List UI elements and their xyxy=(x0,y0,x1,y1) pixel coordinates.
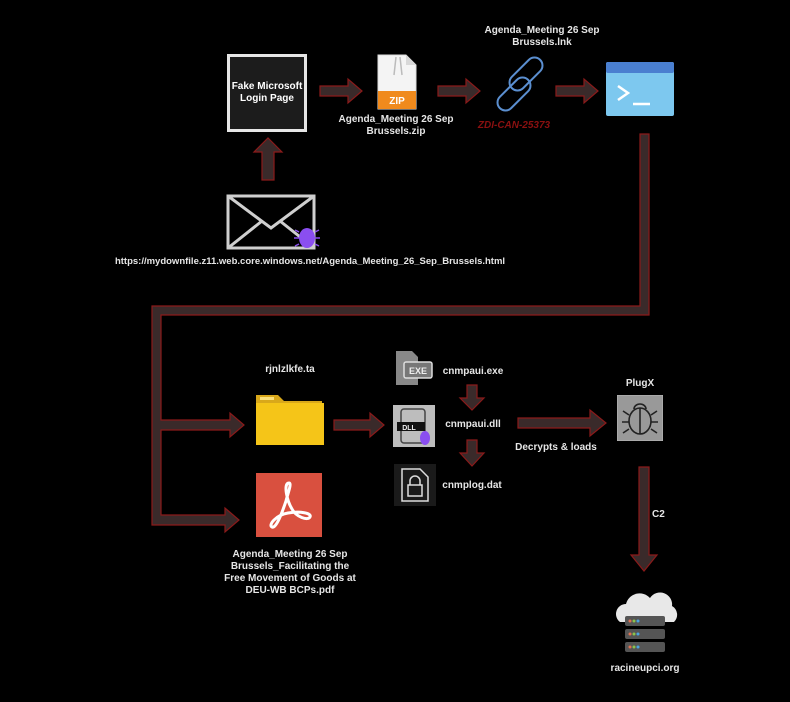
folder-label: rjnlzlkfe.ta xyxy=(265,364,315,375)
arrow-dll-to-dat xyxy=(458,439,486,467)
bug-icon xyxy=(420,431,430,445)
folder-icon xyxy=(256,395,324,445)
c2-label: C2 xyxy=(652,509,665,520)
encrypted-file-icon xyxy=(394,464,436,506)
dll-file-icon: DLL xyxy=(393,405,435,447)
cve-id: ZDI-CAN-25373 xyxy=(477,120,551,131)
arrow-plugx-to-c2 xyxy=(629,466,659,572)
fake-login-label: Fake Microsoft Login Page xyxy=(231,81,303,104)
arrow-lnk-to-terminal xyxy=(555,77,599,105)
exe-file-icon: EXE xyxy=(396,351,433,385)
lnk-label: Agenda_Meeting 26 Sep Brussels.lnk xyxy=(484,25,600,48)
fake-login-page-node: Fake Microsoft Login Page xyxy=(227,54,307,132)
exe-label: cnmpaui.exe xyxy=(442,366,504,377)
link-icon xyxy=(496,56,544,112)
arrow-zip-to-lnk xyxy=(437,77,481,105)
dll-badge: DLL xyxy=(402,425,416,432)
c2-server-icon xyxy=(616,592,678,652)
dll-label: cnmpaui.dll xyxy=(445,419,501,430)
terminal-icon xyxy=(606,62,674,116)
arrow-email-to-login xyxy=(252,137,284,181)
zip-badge: ZIP xyxy=(389,96,405,107)
dat-label: cnmplog.dat xyxy=(442,480,502,491)
connector-terminal-to-branch xyxy=(151,133,650,534)
zip-file-icon: ZIP xyxy=(377,54,417,110)
plugx-label: PlugX xyxy=(625,378,655,389)
exe-badge: EXE xyxy=(409,366,427,376)
c2-domain-label: racineupci.org xyxy=(610,663,680,674)
phishing-url: https://mydownfile.z11.web.core.windows.… xyxy=(114,256,506,267)
arrow-folder-to-files xyxy=(333,411,385,439)
bug-icon xyxy=(294,228,320,248)
email-icon xyxy=(226,194,320,250)
arrow-exe-to-dll xyxy=(458,384,486,411)
decrypts-label: Decrypts & loads xyxy=(515,442,597,453)
arrow-login-to-zip xyxy=(319,77,363,105)
arrow-decrypts-to-plugx xyxy=(517,408,607,438)
plugx-bug-icon xyxy=(617,395,663,441)
zip-label: Agenda_Meeting 26 Sep Brussels.zip xyxy=(338,114,454,137)
pdf-label: Agenda_Meeting 26 Sep Brussels_Facilitat… xyxy=(224,549,356,596)
pdf-icon xyxy=(256,473,322,537)
